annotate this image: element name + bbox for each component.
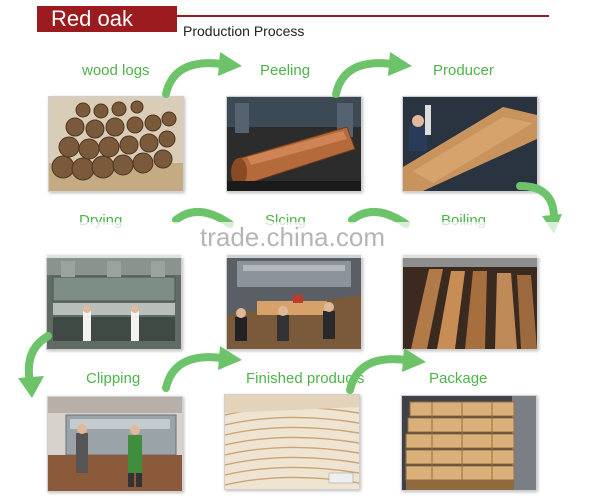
step-label-finished-products: Finished products: [246, 370, 365, 387]
step-label-package: Package: [429, 370, 488, 387]
step-label-wood-logs: wood logs: [82, 62, 150, 79]
photo-finished-products: [224, 394, 360, 490]
photo-producer: [402, 96, 538, 192]
header-divider: [177, 15, 549, 17]
photo-drying: [46, 254, 182, 350]
curved-arrow-icon: [162, 346, 242, 392]
step-label-producer: Producer: [433, 62, 494, 79]
page-subtitle: Production Process: [183, 23, 305, 39]
curved-arrow-icon: [348, 208, 410, 228]
brand-banner: Red oak: [37, 6, 177, 32]
photo-wood-logs: [48, 96, 184, 192]
watermark-text: trade.china.com: [200, 222, 385, 252]
photo-boiling: [402, 254, 538, 350]
photo-peeling: [226, 96, 362, 192]
curved-arrow-icon: [172, 208, 234, 228]
curved-arrow-icon: [332, 52, 412, 98]
curved-arrow-icon: [346, 348, 426, 394]
watermark-band: [0, 222, 600, 258]
step-label-clipping: Clipping: [86, 370, 141, 387]
curved-arrow-icon: [18, 332, 52, 398]
photo-clipping: [47, 396, 183, 492]
step-label-peeling: Peeling: [260, 62, 311, 79]
brand-title: Red oak: [51, 6, 133, 31]
photo-package: [401, 395, 537, 491]
curved-arrow-icon: [162, 52, 242, 98]
photo-slicing: [226, 254, 362, 350]
